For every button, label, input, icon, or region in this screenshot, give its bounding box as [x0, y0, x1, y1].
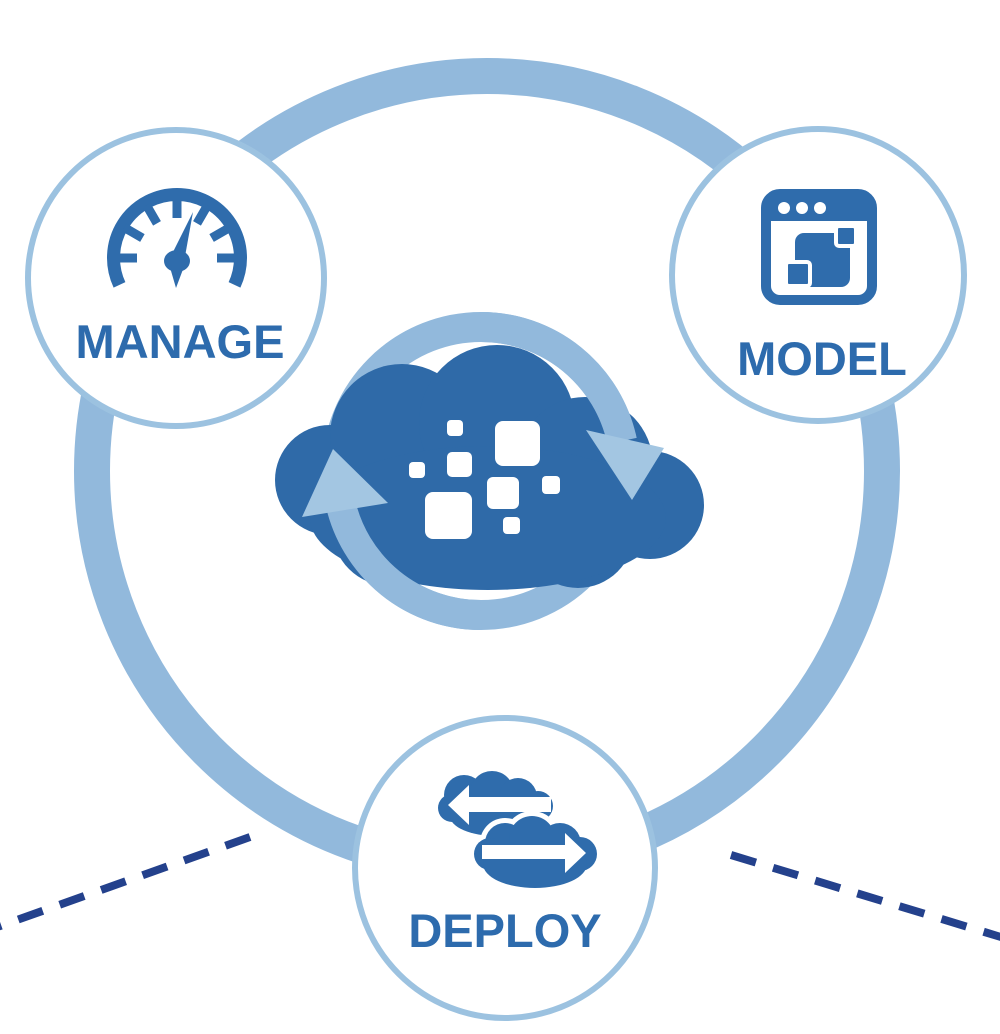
- cycle-arrowhead-right-icon: [586, 430, 664, 500]
- node-model: MODEL: [669, 126, 967, 424]
- cloud-sync-icon: [275, 311, 704, 631]
- cycle-arrowhead-left-icon: [302, 449, 388, 517]
- right-arrow-icon: [482, 833, 586, 873]
- manage-label: MANAGE: [76, 315, 285, 368]
- window-small-square-bottom: [784, 260, 812, 288]
- cycle-arrow-tail-left: [325, 497, 482, 631]
- node-manage: MANAGE: [25, 127, 327, 429]
- model-label: MODEL: [737, 332, 907, 385]
- window-small-square-top: [834, 224, 858, 248]
- left-arrow-icon: [448, 785, 551, 825]
- app-window-icon: [761, 189, 877, 305]
- cloud-exchange-icon: [438, 771, 602, 893]
- gauge-needle: [171, 212, 193, 262]
- cycle-arrow-tail-right: [480, 311, 637, 445]
- gauge-icon: [107, 188, 247, 288]
- cloud-icon: [275, 345, 704, 590]
- dashed-line-right: [729, 851, 1000, 941]
- deploy-label: DEPLOY: [408, 904, 601, 957]
- dashed-line-left: [0, 833, 252, 931]
- window-dots-icon: [778, 202, 826, 214]
- node-deploy: DEPLOY: [352, 715, 658, 1021]
- pixel-squares-icon: [409, 420, 560, 539]
